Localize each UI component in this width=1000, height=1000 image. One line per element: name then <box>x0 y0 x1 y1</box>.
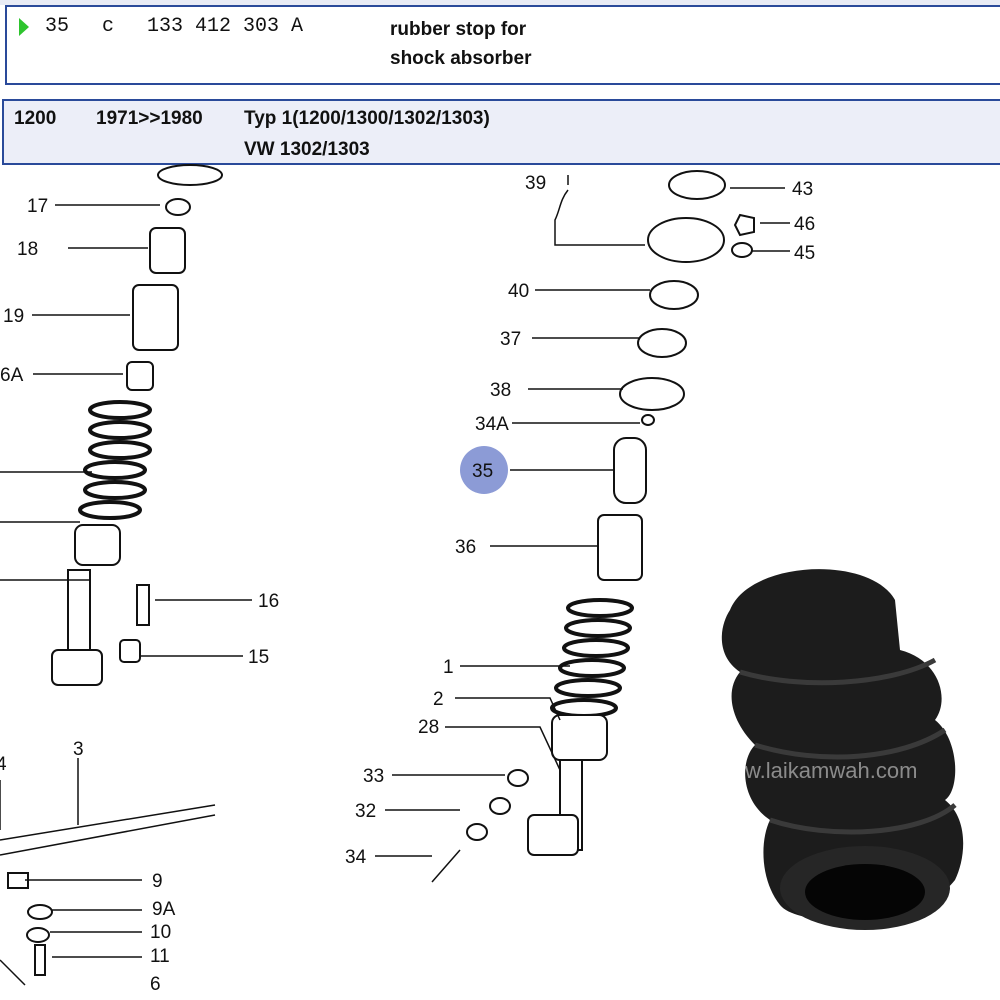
callout-10[interactable]: 10 <box>150 922 171 943</box>
description-line: shock absorber <box>390 48 532 69</box>
callout-6a[interactable]: 6A <box>0 365 24 386</box>
position-cell: 35 <box>45 15 70 38</box>
highlight-marker <box>460 446 508 494</box>
callout-40[interactable]: 40 <box>508 281 529 302</box>
description-line: rubber stop for <box>390 19 527 40</box>
row-pointer-icon <box>19 18 29 36</box>
callout-6[interactable]: 6 <box>150 974 161 995</box>
callout-3[interactable]: 3 <box>73 739 84 760</box>
part-number-cell: 133 412 303 A <box>147 15 304 38</box>
callout-34a[interactable]: 34A <box>475 414 509 435</box>
callout-37[interactable]: 37 <box>500 329 521 350</box>
right-strut-drawing <box>375 170 790 883</box>
callout-2[interactable]: 2 <box>433 689 444 710</box>
model-info-row: 1200 1971>>1980 Typ 1(1200/1300/1302/130… <box>2 99 1000 165</box>
callout-32[interactable]: 32 <box>355 801 376 822</box>
left-callout-labels: 17 18 19 6A 16 15 3 4 9 9A 10 11 6 <box>0 196 279 995</box>
callout-1[interactable]: 1 <box>443 657 454 678</box>
callout-45[interactable]: 45 <box>794 243 815 264</box>
years-cell: 1971>>1980 <box>96 108 203 129</box>
selected-parts-row[interactable]: 35 c 133 412 303 A rubber stop for shock… <box>5 5 1000 85</box>
table-header-strip <box>0 0 1000 5</box>
callout-4[interactable]: 4 <box>0 754 7 775</box>
callout-36[interactable]: 36 <box>455 537 476 558</box>
callout-11[interactable]: 11 <box>150 946 170 967</box>
watermark-text: w.laikamwah.com <box>744 758 917 783</box>
callout-43[interactable]: 43 <box>792 179 813 200</box>
callout-15[interactable]: 15 <box>248 647 269 668</box>
callout-17[interactable]: 17 <box>27 196 48 217</box>
next-row-partial <box>5 85 1000 97</box>
right-callout-labels: 39 43 46 45 40 37 38 34A 35 36 1 2 28 33… <box>345 173 815 868</box>
callout-9[interactable]: 9 <box>152 871 163 892</box>
code-cell: c <box>102 15 115 38</box>
description-cell: rubber stop for shock absorber <box>390 15 532 73</box>
callout-33[interactable]: 33 <box>363 766 384 787</box>
left-strut-drawing <box>0 164 252 986</box>
type-cell: Typ 1(1200/1300/1302/1303) <box>244 108 490 129</box>
callout-34[interactable]: 34 <box>345 847 367 868</box>
engine-cell: 1200 <box>14 108 57 129</box>
callout-9a[interactable]: 9A <box>152 899 176 920</box>
callout-38[interactable]: 38 <box>490 380 511 401</box>
callout-28[interactable]: 28 <box>418 717 439 738</box>
rubber-stop-photo: w.laikamwah.com <box>721 569 964 930</box>
callout-39[interactable]: 39 <box>525 173 546 194</box>
callout-18[interactable]: 18 <box>17 239 38 260</box>
callout-16[interactable]: 16 <box>258 591 279 612</box>
callout-46[interactable]: 46 <box>794 214 815 235</box>
callout-19[interactable]: 19 <box>3 306 24 327</box>
type-cell-2: VW 1302/1303 <box>244 139 370 160</box>
callout-35[interactable]: 35 <box>472 461 493 482</box>
